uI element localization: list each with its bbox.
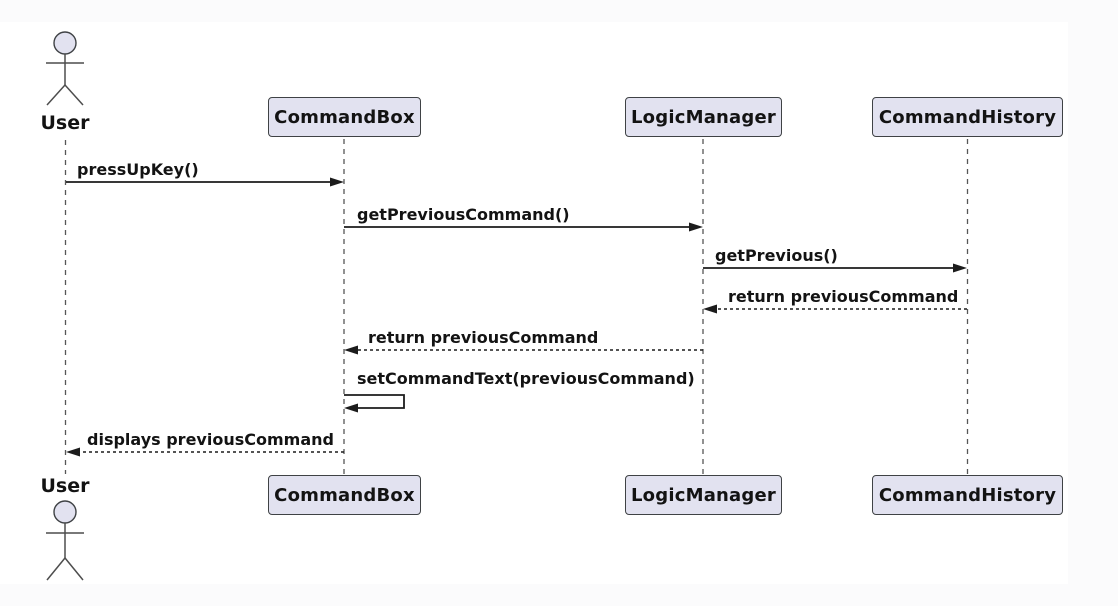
participant-commandhistory-bottom: CommandHistory	[872, 475, 1063, 515]
message-label: getPrevious()	[715, 246, 838, 265]
message-label: getPreviousCommand()	[357, 205, 570, 224]
arrow-setcommandtext-selfloop	[344, 394, 405, 413]
message-label: return previousCommand	[368, 328, 599, 347]
participant-commandbox-bottom: CommandBox	[268, 475, 421, 515]
message-label: displays previousCommand	[87, 430, 334, 449]
participant-commandbox-top: CommandBox	[268, 97, 421, 137]
actor-label-user-bottom: User	[40, 475, 90, 497]
message-label: return previousCommand	[728, 287, 959, 306]
participant-commandhistory-top: CommandHistory	[872, 97, 1063, 137]
actor-icon	[46, 31, 84, 106]
participant-logicmanager-top: LogicManager	[625, 97, 782, 137]
actor-icon	[46, 500, 84, 581]
message-label: setCommandText(previousCommand)	[357, 369, 695, 388]
participant-logicmanager-bottom: LogicManager	[625, 475, 782, 515]
message-label: pressUpKey()	[77, 160, 199, 179]
actor-label-user-top: User	[40, 112, 90, 134]
